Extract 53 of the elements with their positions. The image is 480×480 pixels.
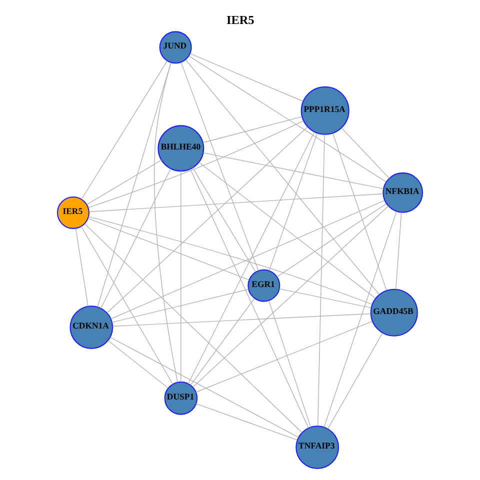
- connector: [110, 336, 300, 438]
- connector: [332, 133, 387, 291]
- node-circle: CDKN1A: [70, 306, 114, 349]
- node-circle: NFKBIA: [382, 172, 424, 213]
- connector: [190, 168, 309, 428]
- connector: [190, 298, 255, 386]
- connector: [341, 128, 390, 179]
- connector: [202, 152, 384, 190]
- node-circle: PPP1R15A: [300, 86, 350, 135]
- connector: [86, 160, 162, 205]
- connector: [154, 62, 178, 383]
- connector: [395, 212, 402, 290]
- node-circle: GADD45B: [370, 288, 418, 336]
- connector: [268, 133, 318, 271]
- connector: [108, 340, 169, 388]
- connector: [192, 167, 256, 272]
- connector: [188, 132, 315, 384]
- connector: [268, 300, 312, 428]
- connector: [81, 60, 168, 200]
- connector: [180, 170, 182, 383]
- node-circle: JUND: [159, 31, 192, 64]
- connector: [317, 134, 325, 426]
- connector: [88, 218, 250, 280]
- node-circle: EGR1: [248, 269, 280, 302]
- connector: [185, 60, 380, 295]
- connector: [112, 313, 371, 327]
- connector: [195, 321, 372, 393]
- connector: [88, 216, 372, 305]
- connector: [198, 162, 376, 298]
- node-circle: DUSP1: [164, 382, 198, 415]
- connector: [84, 223, 302, 433]
- connector: [190, 53, 304, 102]
- connector: [196, 403, 298, 440]
- connector: [202, 116, 302, 143]
- connector: [106, 126, 308, 314]
- connector: [88, 193, 384, 212]
- connector: [192, 206, 389, 388]
- connector: [110, 200, 385, 320]
- connector: [328, 332, 383, 430]
- connector: [100, 168, 172, 308]
- node-circle: TNFAIP3: [296, 426, 340, 470]
- connector: [279, 288, 372, 308]
- connector: [80, 226, 174, 385]
- node-circle: IER5: [56, 196, 90, 229]
- connector: [188, 56, 386, 182]
- connector: [75, 228, 88, 307]
- connector: [88, 120, 304, 208]
- node-circle: BHLHE40: [158, 125, 204, 172]
- diagram-title: IER5: [226, 13, 254, 28]
- connector: [180, 62, 259, 272]
- connector: [324, 210, 397, 428]
- connector: [276, 203, 387, 278]
- connector: [112, 288, 249, 323]
